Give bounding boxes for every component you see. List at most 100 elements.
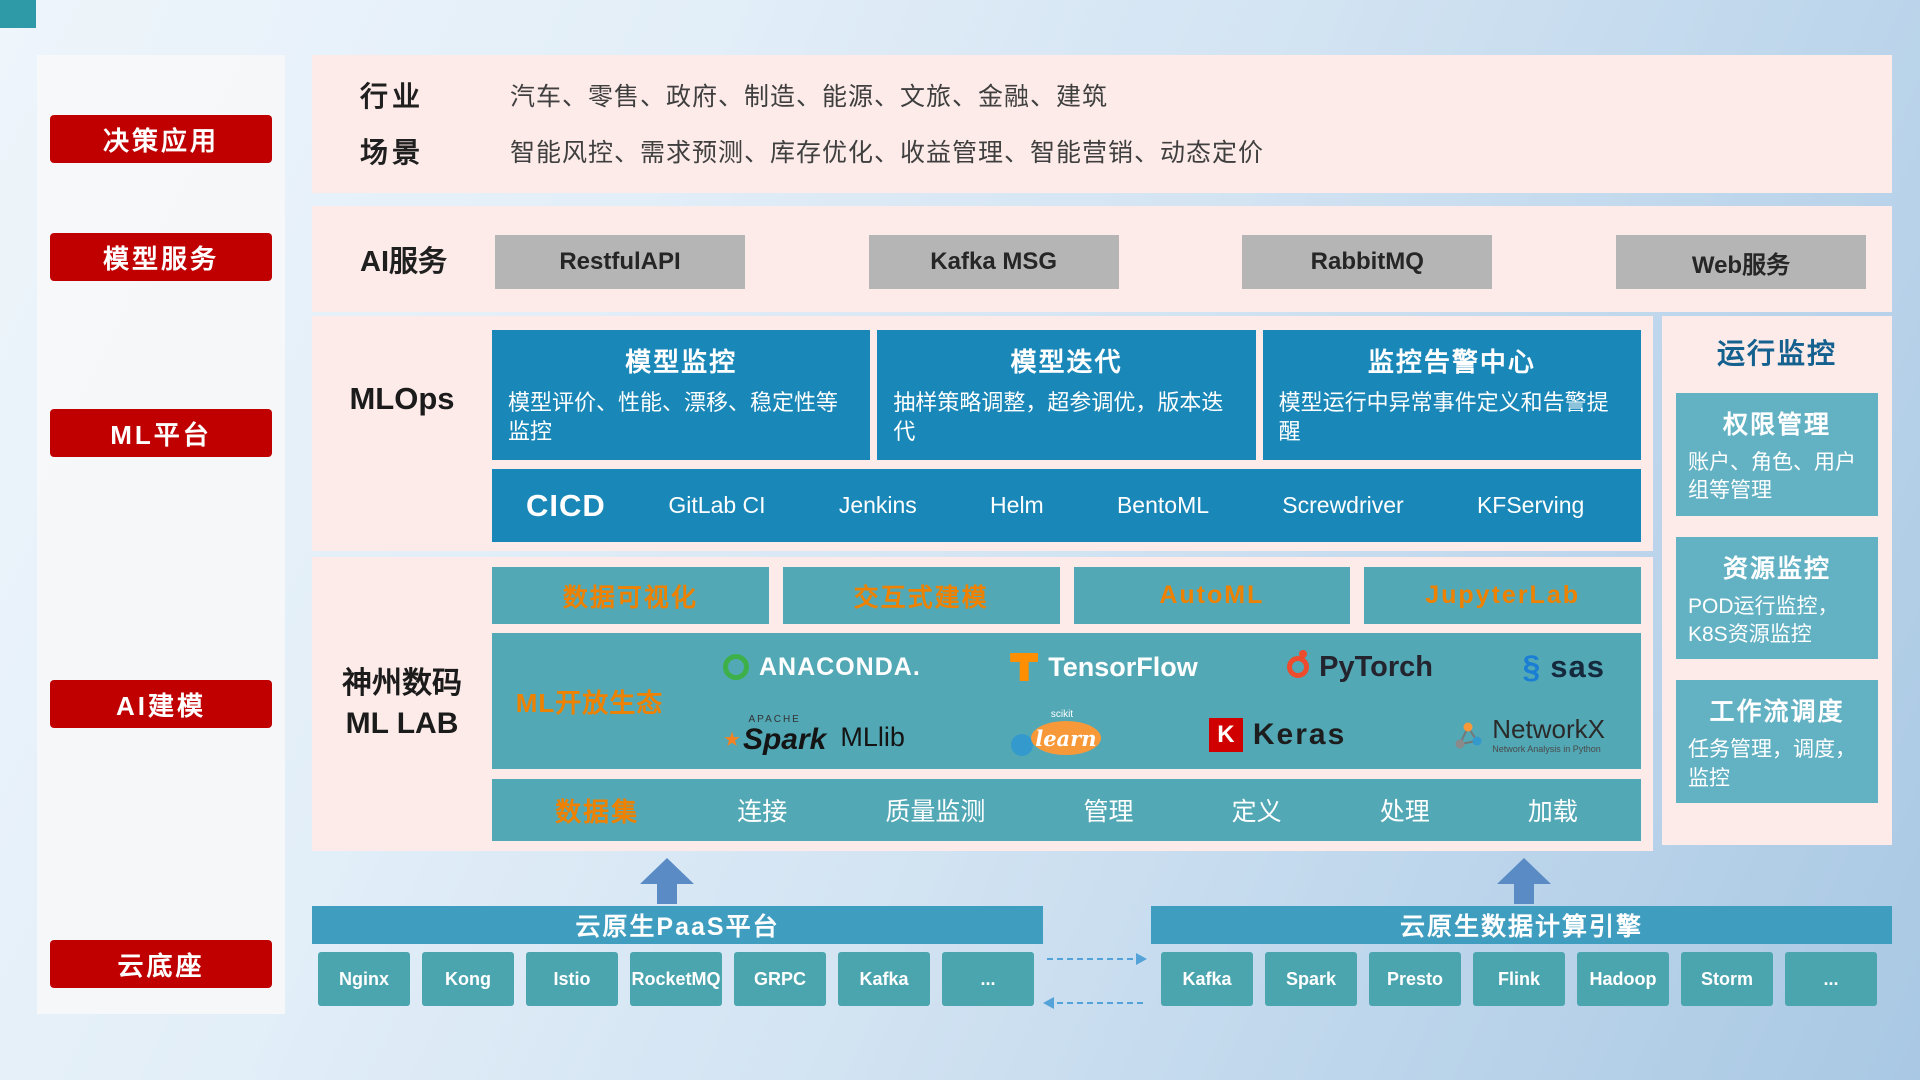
card-title: 模型迭代 — [1010, 347, 1123, 377]
scikit-learn-logo: scikit learn — [1010, 709, 1103, 758]
compute-presto: Presto — [1369, 952, 1461, 1006]
card-model-iteration: 模型迭代 抽样策略调整，超参调优，版本迭代 — [877, 330, 1256, 460]
paas-rocketmq: RocketMQ — [630, 952, 722, 1006]
mlops-cards: 模型监控 模型评价、性能、漂移、稳定性等监控 模型迭代 抽样策略调整，超参调优，… — [492, 330, 1641, 460]
chip-restfulapi: RestfulAPI — [495, 235, 745, 289]
card-desc: 模型评价、性能、漂移、稳定性等监控 — [508, 390, 839, 444]
compute-flink: Flink — [1473, 952, 1565, 1006]
mllab-tools: 数据可视化 交互式建模 AutoML JupyterLab — [492, 567, 1641, 624]
left-rail: 决策应用 模型服务 ML平台 AI建模 云底座 — [37, 55, 285, 1014]
chip-rabbitmq: RabbitMQ — [1242, 235, 1493, 289]
pipeline-load: 加载 — [1527, 798, 1578, 826]
compute-storm: Storm — [1681, 952, 1773, 1006]
eco-label: ML开放生态 — [515, 687, 664, 718]
spark-mllib-logo: APACHE ★ Spark MLlib — [723, 715, 905, 755]
compute-spark: Spark — [1265, 952, 1357, 1006]
networkx-icon — [1455, 722, 1482, 749]
dataset-label: 数据集 — [555, 796, 640, 827]
card-desc: POD运行监控，K8S资源监控 — [1688, 594, 1839, 647]
card-title: 资源监控 — [1722, 554, 1831, 583]
scikit-label: scikit — [1050, 709, 1074, 720]
arrow-head — [1497, 858, 1551, 884]
runtime-monitoring-title: 运行监控 — [1716, 338, 1837, 369]
tensorflow-wordmark: TensorFlow — [1048, 651, 1198, 682]
sas-wordmark: sas — [1550, 649, 1605, 684]
ai-service-chips: RestfulAPI Kafka MSG RabbitMQ Web服务 — [495, 235, 1866, 289]
sidebar-item-ai-modeling: AI建模 — [50, 680, 272, 728]
pipeline-process: 处理 — [1379, 798, 1430, 826]
sidebar-item-model-services: 模型服务 — [50, 233, 272, 281]
spark-logo: APACHE ★ Spark — [723, 715, 826, 755]
card-title: 监控告警中心 — [1367, 347, 1536, 377]
cicd-item-bentoml: BentoML — [1116, 492, 1210, 518]
card-workflow-scheduling: 工作流调度 任务管理，调度，监控 — [1676, 680, 1878, 804]
spark-word: ★ Spark — [723, 725, 826, 755]
sas-icon — [1522, 649, 1540, 686]
pytorch-icon — [1287, 650, 1310, 678]
card-resource-monitoring: 资源监控 POD运行监控，K8S资源监控 — [1676, 536, 1878, 660]
tool-interactive-modeling: 交互式建模 — [782, 567, 1060, 624]
industry-band: 行业 汽车、零售、政府、制造、能源、文旅、金融、建筑 场景 智能风控、需求预测、… — [312, 55, 1892, 193]
scikit-learn-icon — [1010, 734, 1033, 756]
tensorflow-icon — [1010, 653, 1039, 681]
card-desc: 任务管理，调度，监控 — [1688, 738, 1856, 790]
learn-wordmark: learn — [1035, 725, 1097, 751]
networkx-text: NetworkX Network Analysis in Python — [1492, 716, 1605, 754]
tool-data-visualization: 数据可视化 — [492, 567, 769, 624]
spark-star-icon: ★ — [723, 729, 741, 751]
paas-platform-bar: 云原生PaaS平台 — [312, 906, 1043, 944]
sidebar-item-cloud-base: 云底座 — [50, 940, 272, 988]
compute-engine-bar: 云原生数据计算引擎 — [1151, 906, 1892, 944]
dataset-pipeline-row: 数据集 连接 质量监测 管理 定义 处理 加载 — [492, 779, 1641, 841]
sidebar-item-decision-apps: 决策应用 — [50, 115, 272, 163]
compute-components: Kafka Spark Presto Flink Hadoop Storm ..… — [1161, 952, 1877, 1006]
card-permission-management: 权限管理 账户、角色、用户组等管理 — [1676, 393, 1878, 516]
industry-list: 汽车、零售、政府、制造、能源、文旅、金融、建筑 — [510, 83, 1109, 111]
chip-web-service: Web服务 — [1615, 235, 1866, 289]
ai-service-label: AI服务 — [360, 246, 448, 278]
scenario-list: 智能风控、需求预测、库存优化、收益管理、智能营销、动态定价 — [510, 139, 1265, 167]
pipeline-quality: 质量监测 — [885, 798, 986, 826]
paas-istio: Istio — [526, 952, 618, 1006]
sidebar-item-ml-platform: ML平台 — [50, 409, 272, 457]
compute-hadoop: Hadoop — [1577, 952, 1669, 1006]
mllib-wordmark: MLlib — [840, 722, 905, 752]
dashed-arrow-right — [1047, 953, 1147, 965]
pytorch-logo: PyTorch — [1287, 650, 1433, 684]
arrow-head — [640, 858, 694, 884]
compute-more: ... — [1785, 952, 1877, 1006]
mllab-label-line1: 神州数码 — [342, 666, 462, 700]
card-desc: 账户、角色、用户组等管理 — [1688, 451, 1856, 503]
up-arrow-paas — [635, 858, 699, 904]
anaconda-logo: ANACONDA. — [723, 653, 921, 682]
card-title: 工作流调度 — [1709, 698, 1845, 727]
ml-open-ecosystem: ML开放生态 ANACONDA. TensorFlow PyTorch — [492, 633, 1641, 769]
dashed-arrow-left — [1043, 997, 1143, 1009]
tool-automl: AutoML — [1073, 567, 1351, 624]
paas-kafka: Kafka — [838, 952, 930, 1006]
up-arrow-compute — [1492, 858, 1556, 904]
mllab-label: 神州数码 ML LAB — [312, 557, 492, 851]
mlops-band: MLOps 模型监控 模型评价、性能、漂移、稳定性等监控 模型迭代 抽样策略调整… — [312, 316, 1653, 551]
card-desc: 抽样策略调整，超参调优，版本迭代 — [893, 390, 1224, 444]
cicd-label: CICD — [526, 487, 606, 523]
networkx-subtitle: Network Analysis in Python — [1492, 744, 1601, 754]
arrow-stem — [657, 884, 677, 904]
pipeline-define: 定义 — [1231, 798, 1282, 826]
eco-logo-row-1: ANACONDA. TensorFlow PyTorch sas — [687, 633, 1641, 701]
scenario-row: 场景 智能风控、需求预测、库存优化、收益管理、智能营销、动态定价 — [360, 123, 1892, 179]
keras-icon: K — [1208, 718, 1243, 752]
corner-decoration — [0, 0, 36, 28]
industry-label: 行业 — [360, 81, 425, 112]
paas-more: ... — [942, 952, 1034, 1006]
networkx-logo: NetworkX Network Analysis in Python — [1452, 716, 1605, 754]
cicd-item-jenkins: Jenkins — [838, 492, 917, 518]
card-title: 权限管理 — [1722, 411, 1831, 439]
industry-row: 行业 汽车、零售、政府、制造、能源、文旅、金融、建筑 — [360, 67, 1892, 123]
cicd-item-helm: Helm — [990, 492, 1044, 518]
pipeline-connect: 连接 — [737, 798, 788, 826]
eco-logo-row-2: APACHE ★ Spark MLlib scikit learn — [687, 701, 1641, 769]
card-alert-center: 监控告警中心 模型运行中异常事件定义和告警提醒 — [1262, 330, 1641, 460]
keras-logo: K Keras — [1208, 718, 1346, 752]
